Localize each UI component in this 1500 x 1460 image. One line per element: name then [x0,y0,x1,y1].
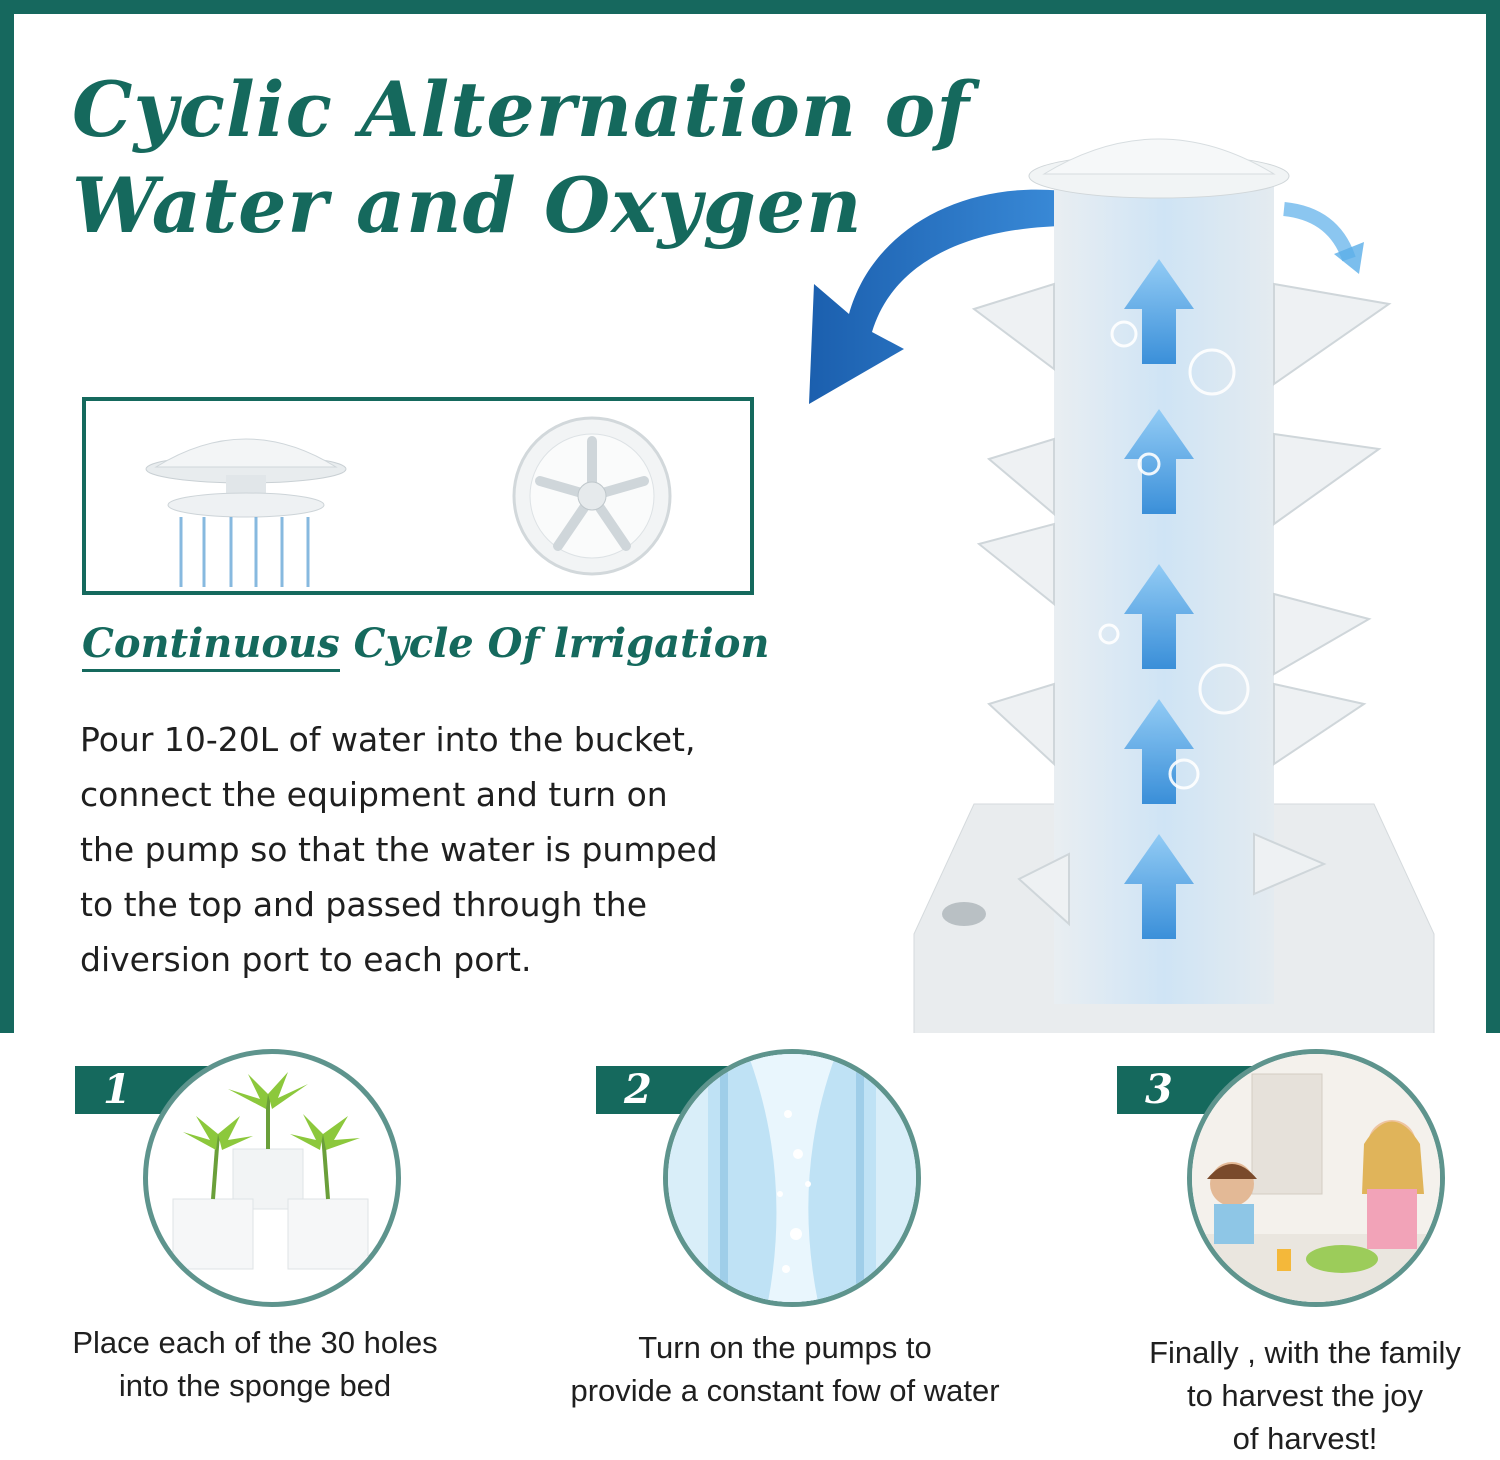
section-heading-underlined: Continuous [82,620,340,672]
section-heading-rest: Cycle Of lrrigation [353,620,770,667]
curved-arrow-icon [809,189,1094,404]
step-1-caption: Place each of the 30 holes into the spon… [40,1321,470,1407]
title-line-2: Water and Oxygen [72,161,863,250]
steps-section: 1 Place each of the 30 holes into the sp… [0,1033,1500,1456]
diverter-disk-icon [512,416,672,576]
step-2-caption: Turn on the pumps to provide a constant … [550,1326,1020,1412]
section-body: Pour 10-20L of water into the bucket, co… [80,712,780,987]
section-heading: Continuous Cycle Of lrrigation [82,620,770,672]
caption-line: to harvest the joy [1186,1378,1424,1413]
step-3-caption: Finally , with the family to harvest the… [1110,1331,1500,1460]
body-line: to the top and passed through the [80,885,648,924]
caption-line: into the sponge bed [118,1368,392,1403]
body-line: Pour 10-20L of water into the bucket, [80,720,696,759]
component-inset [82,397,754,595]
hero-panel: Cyclic Alternation of Water and Oxygen [14,14,1486,1033]
page-title: Cyclic Alternation of Water and Oxygen [72,62,970,254]
hydroponic-tower-illustration [913,138,1435,1033]
family-photo [1187,1049,1445,1307]
body-line: the pump so that the water is pumped [80,830,718,869]
caption-line: of harvest! [1232,1421,1378,1456]
water-flow-photo [663,1049,921,1307]
caption-line: provide a constant fow of water [570,1373,1000,1408]
caption-line: Place each of the 30 holes [72,1325,438,1360]
caption-line: Finally , with the family [1149,1335,1461,1370]
top-cap-icon [145,438,347,587]
sponge-seedlings-photo [143,1049,401,1307]
component-illustration [145,416,672,587]
body-line: diversion port to each port. [80,940,532,979]
body-line: connect the equipment and turn on [80,775,668,814]
caption-line: Turn on the pumps to [638,1330,932,1365]
title-line-1: Cyclic Alternation of [72,65,971,154]
